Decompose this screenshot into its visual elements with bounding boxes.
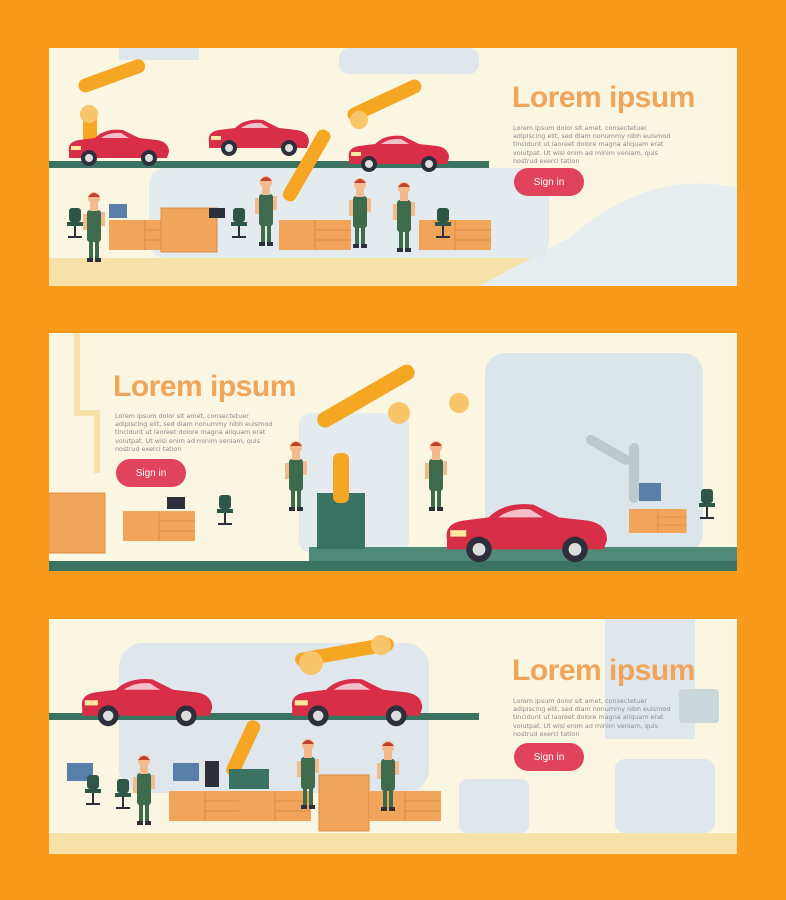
sign-in-button[interactable]: Sign in (116, 459, 186, 487)
chair-icon (85, 775, 101, 805)
banner-heading: Lorem ipsum (512, 654, 695, 687)
monitor-icon (173, 763, 199, 781)
car-icon (208, 119, 309, 156)
desk-icon (238, 790, 312, 822)
banner-1: Lorem ipsum Lorem ipsum dolor sit amet, … (49, 48, 737, 286)
banner-3: Lorem ipsum Lorem ipsum dolor sit amet, … (49, 619, 737, 854)
banner-2: Lorem ipsum Lorem ipsum dolor sit amet, … (49, 333, 737, 571)
desk-icon (418, 219, 492, 251)
laptop-icon (167, 497, 185, 509)
conveyor-line (49, 713, 479, 720)
sign-in-button[interactable]: Sign in (514, 743, 584, 771)
desk-icon (628, 508, 688, 534)
factory-illustration-3 (49, 619, 737, 854)
laptop-icon (209, 208, 225, 218)
desk-icon (122, 510, 196, 542)
chair-icon (115, 779, 131, 809)
monitor-icon (639, 483, 661, 501)
sign-in-button[interactable]: Sign in (514, 168, 584, 196)
banner-body-text: Lorem ipsum dolor sit amet, consectetuer… (115, 412, 273, 453)
monitor-icon (67, 763, 93, 781)
desk-icon (278, 219, 352, 251)
banner-heading: Lorem ipsum (113, 370, 296, 403)
chair-icon (217, 495, 233, 525)
robot-arm-icon (585, 434, 639, 503)
banner-heading: Lorem ipsum (512, 81, 695, 114)
decorative-wave (479, 183, 737, 286)
robot-arm-icon (282, 79, 422, 202)
banner-body-text: Lorem ipsum dolor sit amet, consectetuer… (513, 697, 671, 738)
desk-icon (368, 790, 442, 822)
factory-illustration-1 (49, 48, 737, 286)
robot-arm-icon (317, 364, 469, 503)
robot-arm-icon (226, 635, 394, 777)
worker-icon (425, 441, 447, 511)
banner-body-text: Lorem ipsum dolor sit amet, consectetuer… (513, 124, 671, 165)
conveyor-line (49, 161, 489, 168)
desk-icon (168, 790, 242, 822)
floor-line (49, 561, 737, 571)
chair-icon (67, 208, 83, 238)
monitor-icon (109, 204, 127, 218)
factory-illustration-2 (49, 333, 737, 571)
worker-icon (83, 192, 105, 262)
